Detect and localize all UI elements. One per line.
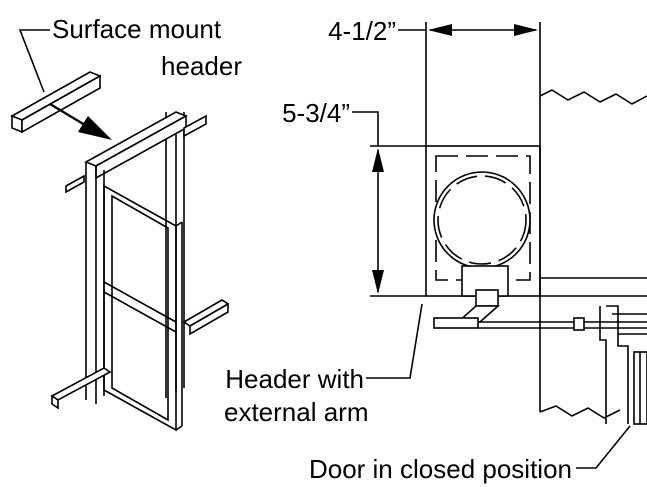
- surface-header-leader: [18, 29, 50, 93]
- install-arrow: [49, 102, 112, 140]
- isometric-door-frame: [10, 29, 230, 432]
- header-box: [425, 145, 541, 297]
- wall-section: [539, 89, 647, 419]
- height-dimension: [352, 111, 426, 297]
- surface-mount-header-label-2: header: [161, 51, 242, 81]
- frame-head: [65, 111, 207, 194]
- door-closed-leader: [576, 425, 631, 469]
- door-frame-closed: [540, 295, 647, 425]
- width-dimension: [398, 22, 541, 146]
- width-dimension-label: 4-1/2”: [328, 16, 396, 46]
- floor-runners: [50, 299, 230, 410]
- header-arm-leader: [366, 303, 423, 379]
- surface-mount-header-bar: [10, 71, 102, 134]
- surface-mount-header-label: Surface mount: [52, 14, 222, 44]
- door-panel: [103, 184, 183, 432]
- left-jamb: [85, 162, 105, 404]
- header-external-arm-label: Header with: [225, 364, 364, 394]
- door-closed-label: Door in closed position: [309, 454, 572, 484]
- header-external-arm-label-2: external arm: [224, 397, 369, 427]
- external-arm: [433, 289, 647, 331]
- section-view: [352, 22, 647, 469]
- height-dimension-label: 5-3/4”: [282, 98, 350, 128]
